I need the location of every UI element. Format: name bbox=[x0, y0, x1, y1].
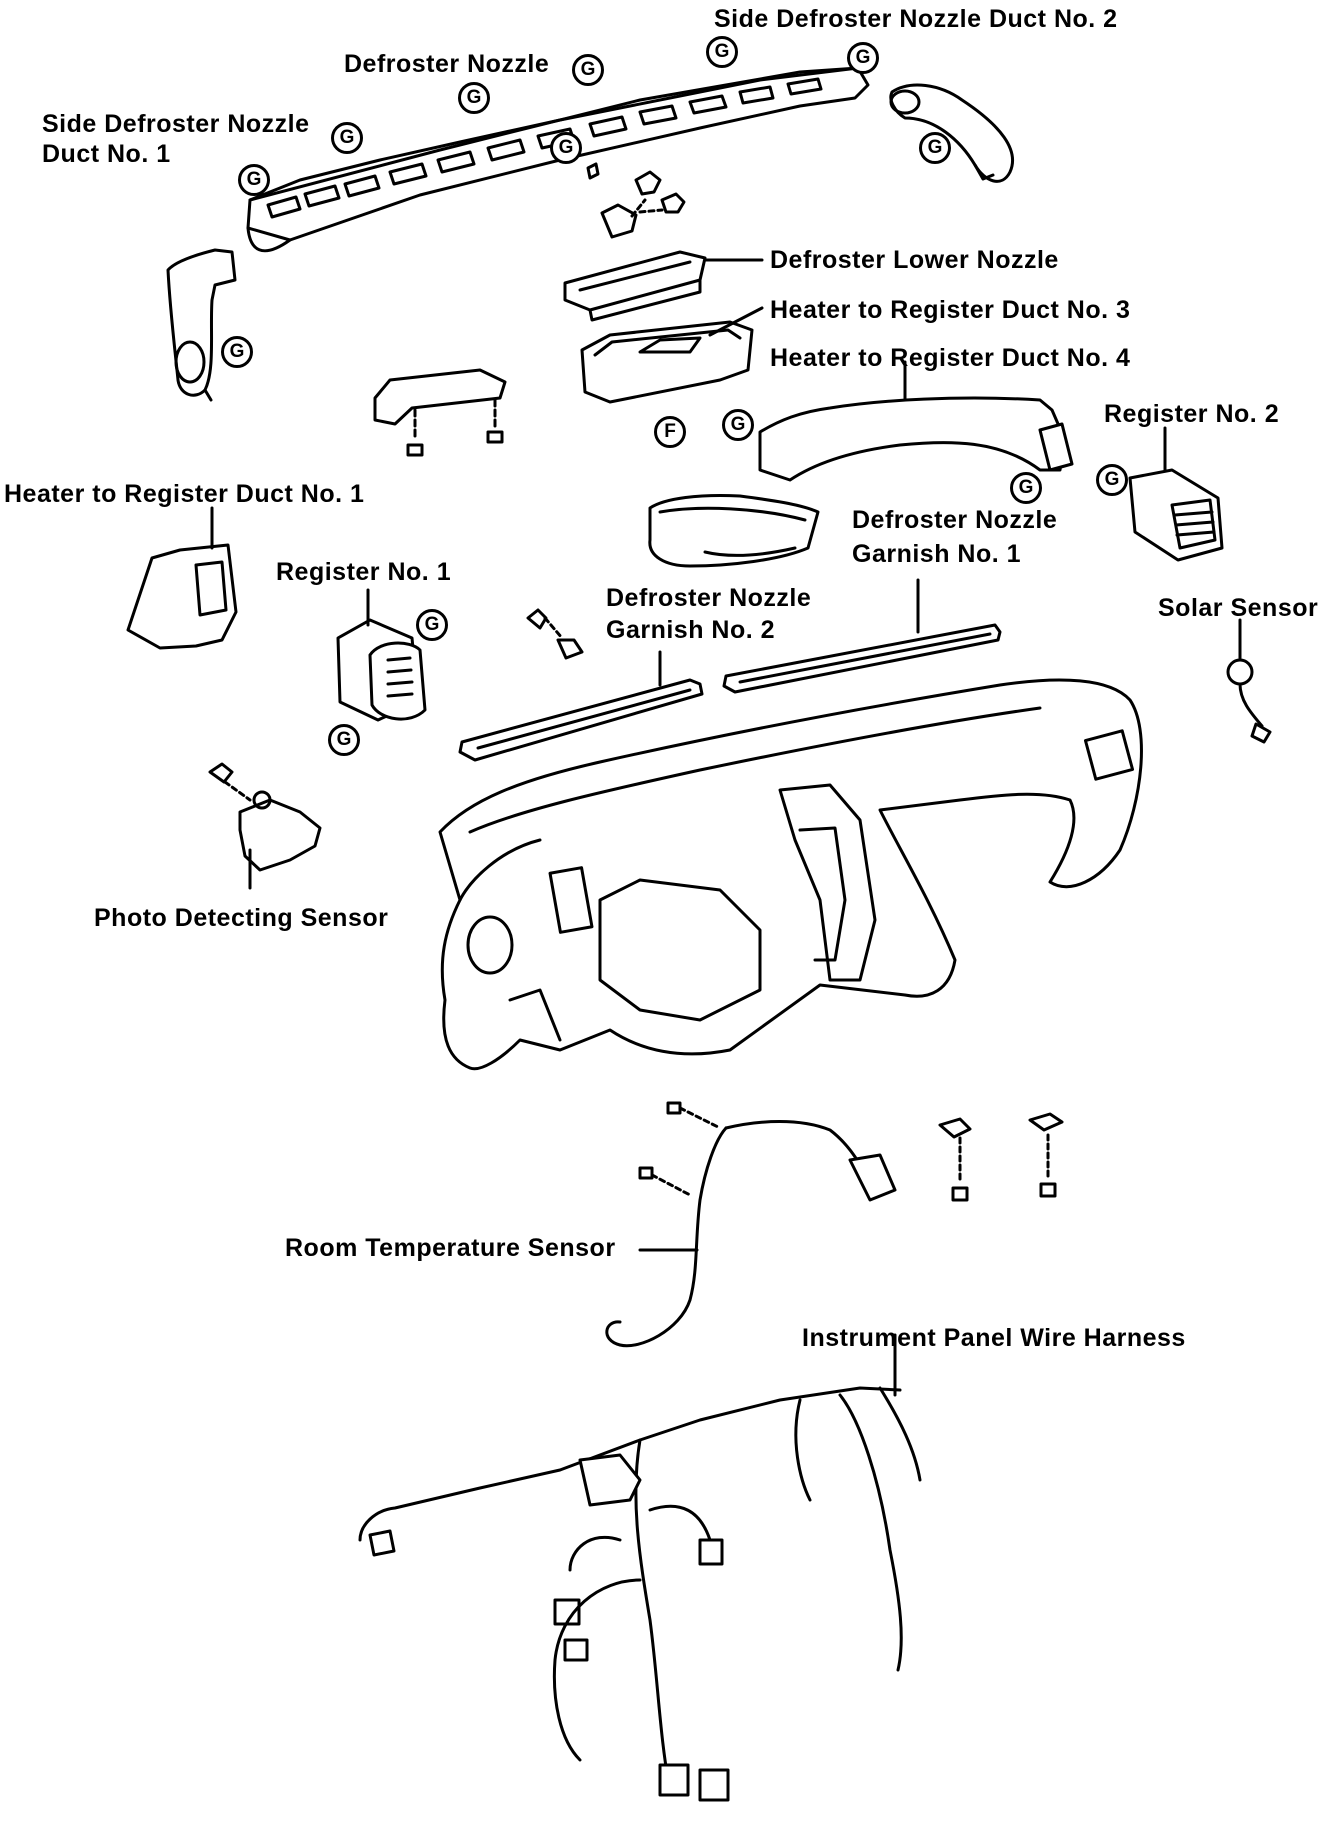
label-heater-to-register-duct-4: Heater to Register Duct No. 4 bbox=[770, 344, 1131, 372]
wire-harness-part bbox=[360, 1335, 920, 1800]
label-instrument-panel-wire-harness: Instrument Panel Wire Harness bbox=[802, 1324, 1186, 1352]
label-side-defroster-nozzle-duct-1-line2: Duct No. 1 bbox=[42, 140, 171, 168]
fastener-marker-g: G bbox=[722, 409, 754, 441]
label-side-defroster-nozzle-duct-1-line1: Side Defroster Nozzle bbox=[42, 110, 310, 138]
heater-register-duct-4-part bbox=[650, 362, 1072, 566]
fastener-marker-g: G bbox=[572, 54, 604, 86]
label-photo-detecting-sensor: Photo Detecting Sensor bbox=[94, 904, 389, 932]
side-defroster-duct-2-part bbox=[891, 85, 1013, 181]
center-bracket bbox=[375, 370, 505, 455]
register-1-part bbox=[338, 590, 425, 720]
label-defroster-nozzle-garnish-1-line1: Defroster Nozzle bbox=[852, 506, 1058, 534]
fastener-marker-g: G bbox=[1096, 464, 1128, 496]
label-defroster-nozzle-garnish-2-line2: Garnish No. 2 bbox=[606, 616, 776, 644]
fastener-marker-f: F bbox=[654, 416, 686, 448]
nozzle-brackets bbox=[602, 172, 684, 237]
side-defroster-duct-1-part bbox=[168, 250, 235, 400]
label-defroster-nozzle-garnish-2-line1: Defroster Nozzle bbox=[606, 584, 812, 612]
label-register-1: Register No. 1 bbox=[276, 558, 452, 586]
fastener-marker-g: G bbox=[221, 336, 253, 368]
defroster-garnish-parts bbox=[460, 580, 1000, 760]
fastener-marker-g: G bbox=[416, 609, 448, 641]
defroster-lower-nozzle-part bbox=[565, 252, 762, 320]
fastener-marker-g: G bbox=[847, 42, 879, 74]
label-heater-to-register-duct-3: Heater to Register Duct No. 3 bbox=[770, 296, 1131, 324]
solar-sensor-part bbox=[1228, 620, 1270, 742]
instrument-panel-body bbox=[440, 680, 1141, 1069]
fastener-marker-g: G bbox=[458, 82, 490, 114]
fastener-marker-g: G bbox=[1010, 472, 1042, 504]
label-solar-sensor: Solar Sensor bbox=[1158, 594, 1319, 622]
fastener-marker-g: G bbox=[238, 164, 270, 196]
heater-register-duct-1-part bbox=[128, 508, 236, 648]
label-heater-to-register-duct-1: Heater to Register Duct No. 1 bbox=[4, 480, 365, 508]
fastener-marker-g: G bbox=[331, 122, 363, 154]
room-temperature-sensor-part bbox=[607, 1103, 1062, 1346]
photo-detecting-sensor-part bbox=[210, 764, 320, 888]
register-2-part bbox=[1130, 428, 1222, 560]
heater-register-duct-3-part bbox=[582, 308, 762, 402]
label-side-defroster-nozzle-duct-2: Side Defroster Nozzle Duct No. 2 bbox=[714, 5, 1118, 33]
center-bolts bbox=[528, 610, 582, 658]
label-defroster-nozzle: Defroster Nozzle bbox=[344, 50, 550, 78]
fastener-marker-g: G bbox=[706, 36, 738, 68]
label-register-2: Register No. 2 bbox=[1104, 400, 1280, 428]
fastener-marker-g: G bbox=[919, 132, 951, 164]
label-defroster-lower-nozzle: Defroster Lower Nozzle bbox=[770, 246, 1059, 274]
fastener-marker-g: G bbox=[550, 132, 582, 164]
fastener-marker-g: G bbox=[328, 724, 360, 756]
label-room-temperature-sensor: Room Temperature Sensor bbox=[285, 1234, 616, 1262]
label-defroster-nozzle-garnish-1-line2: Garnish No. 1 bbox=[852, 540, 1022, 568]
